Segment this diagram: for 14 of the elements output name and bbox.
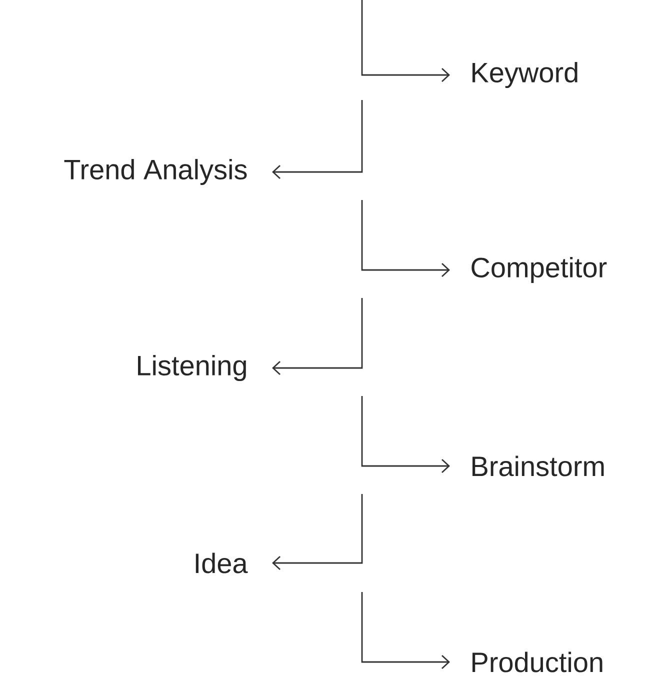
- arrow: [361, 592, 450, 670]
- arrow: [272, 298, 363, 376]
- step-label: Listening: [138, 354, 246, 382]
- step-label: Brainstorm: [472, 456, 604, 476]
- arrow: [272, 494, 363, 570]
- arrow: [272, 100, 363, 180]
- step-label: Competitor: [472, 256, 607, 284]
- step-label: Keyword: [472, 62, 578, 88]
- step-label: Production: [472, 652, 602, 672]
- step-label: Trend Analysis: [64, 158, 247, 186]
- arrow: [361, 396, 450, 474]
- arrow: [361, 0, 450, 82]
- arrow: [361, 200, 450, 278]
- step-label: Idea: [196, 552, 248, 574]
